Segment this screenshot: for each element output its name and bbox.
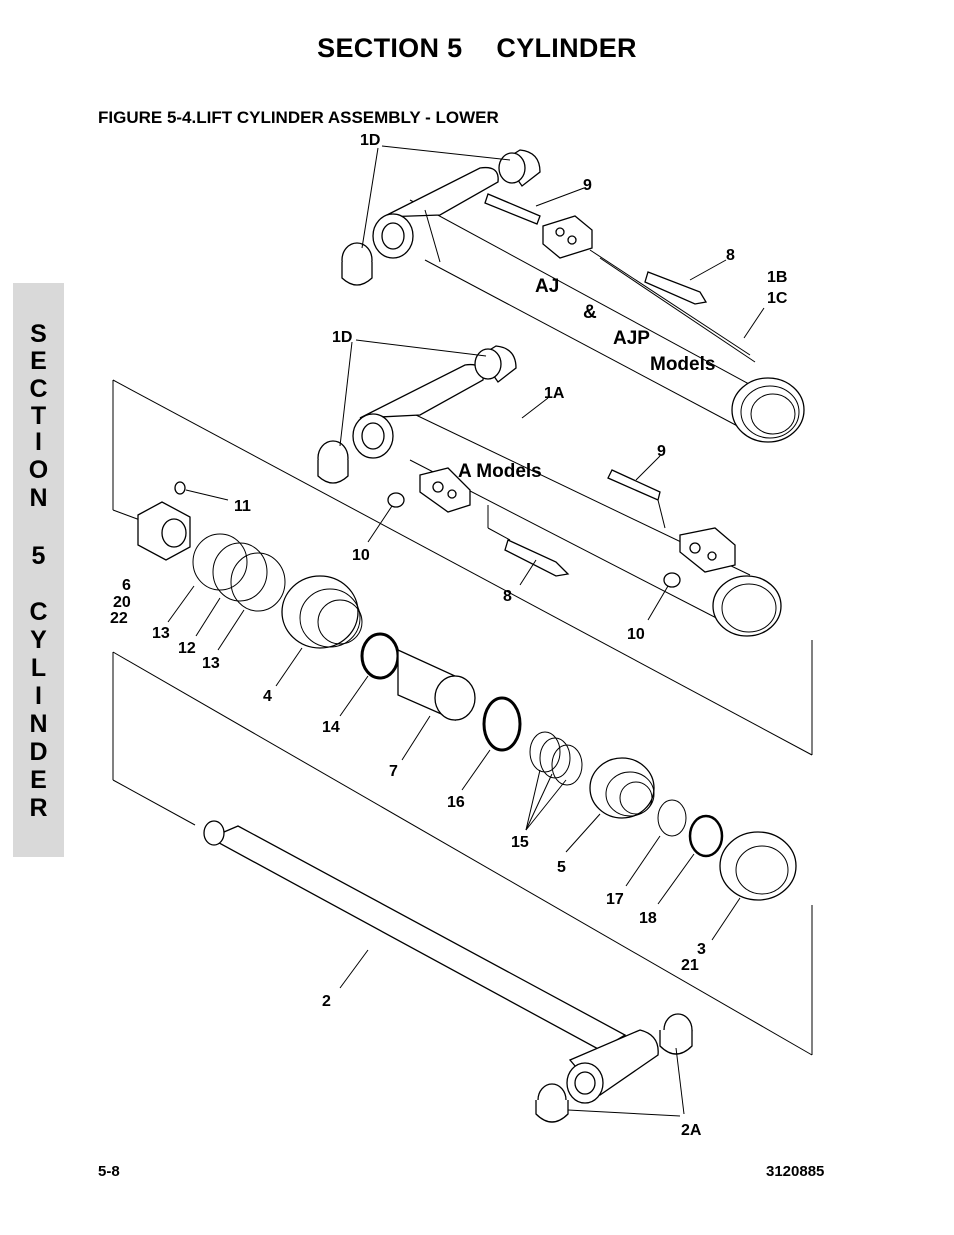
leader-lines — [167, 145, 765, 1117]
tab-letter: R — [29, 794, 48, 822]
tab-letter: N — [29, 484, 48, 512]
label-aj: AJ — [535, 276, 559, 297]
section-header: SECTION 5 CYLINDER — [0, 33, 954, 64]
callout-1a: 1A — [544, 385, 565, 402]
callout-13-a: 13 — [152, 625, 170, 642]
document-number: 3120885 — [766, 1163, 825, 1180]
callout-5: 5 — [557, 859, 566, 876]
callout-17: 17 — [606, 891, 624, 908]
callout-2: 2 — [322, 993, 331, 1010]
tab-letter: 5 — [31, 542, 46, 570]
callout-3: 3 — [697, 941, 706, 958]
callout-1d-mid: 1D — [332, 329, 352, 346]
page-number: 5-8 — [98, 1163, 120, 1180]
callout-22: 22 — [110, 610, 128, 627]
callout-18: 18 — [639, 910, 657, 927]
callout-15: 15 — [511, 834, 529, 851]
callout-1d-top: 1D — [360, 132, 380, 149]
label-a-models: A Models — [458, 461, 542, 482]
callout-10-left: 10 — [352, 547, 370, 564]
figure-title: FIGURE 5-4.LIFT CYLINDER ASSEMBLY - LOWE… — [98, 108, 499, 127]
callout-8-mid: 8 — [503, 588, 512, 605]
tab-letter: E — [30, 347, 47, 375]
barrel-aj-ajp — [341, 149, 805, 443]
callout-1b: 1B — [767, 269, 787, 286]
callout-12: 12 — [178, 640, 196, 657]
tab-letter: T — [30, 402, 47, 430]
piston-parts-group — [112, 379, 813, 1123]
tab-letter: I — [35, 682, 42, 710]
tab-letter: I — [35, 428, 42, 456]
callout-8-top: 8 — [726, 247, 735, 264]
tab-letter: N — [29, 710, 48, 738]
callout-13-b: 13 — [202, 655, 220, 672]
callout-2a: 2A — [681, 1122, 702, 1139]
label-ampersand: & — [583, 302, 597, 323]
tab-letter: L — [30, 654, 47, 682]
callout-6: 6 — [122, 577, 131, 594]
tab-letter: D — [29, 738, 48, 766]
callout-1c: 1C — [767, 290, 788, 307]
callout-16: 16 — [447, 794, 465, 811]
callout-10-right: 10 — [627, 626, 645, 643]
callout-9-top: 9 — [583, 177, 592, 194]
tab-letter: E — [30, 766, 47, 794]
label-models: Models — [650, 354, 715, 375]
tab-letter: O — [28, 456, 49, 484]
callout-14: 14 — [322, 719, 340, 736]
tab-letter: C — [29, 598, 48, 626]
section-number: SECTION 5 — [317, 33, 463, 63]
callout-9-mid: 9 — [657, 443, 666, 460]
callout-21: 21 — [681, 957, 699, 974]
callout-4: 4 — [263, 688, 272, 705]
tab-letter: Y — [30, 626, 47, 654]
section-title: CYLINDER — [496, 33, 637, 63]
tab-letter: C — [29, 375, 48, 403]
tab-letter: S — [30, 320, 47, 348]
label-ajp: AJP — [613, 328, 650, 349]
callout-7: 7 — [389, 763, 398, 780]
callout-20: 20 — [113, 594, 131, 611]
callout-11: 11 — [234, 498, 251, 515]
barrel-a-models — [317, 345, 782, 637]
